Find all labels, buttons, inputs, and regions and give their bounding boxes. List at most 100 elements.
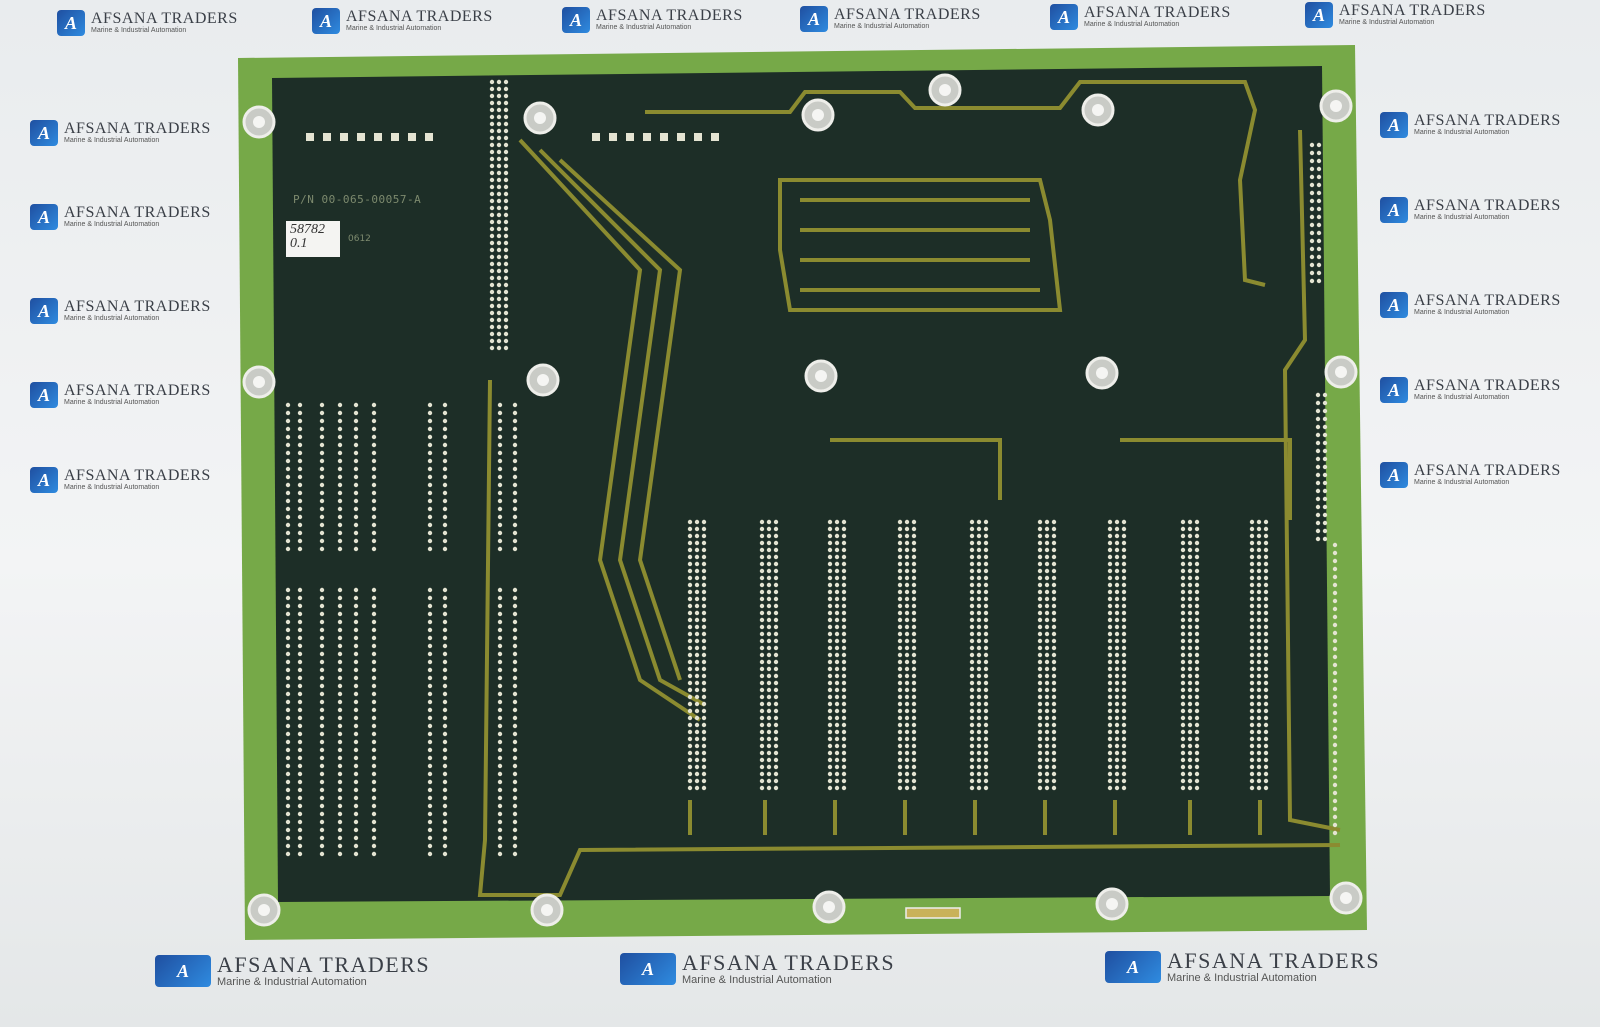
solder-pad xyxy=(1309,182,1315,188)
solder-pad xyxy=(1194,561,1200,567)
solder-pad xyxy=(353,707,359,713)
solder-pad xyxy=(497,514,503,520)
solder-pad xyxy=(371,683,377,689)
solder-pad xyxy=(1180,673,1186,679)
solder-pad xyxy=(759,540,765,546)
solder-pad xyxy=(503,310,509,316)
solder-pad xyxy=(497,715,503,721)
solder-pad xyxy=(1180,757,1186,763)
watermark-tagline: Marine & Industrial Automation xyxy=(346,25,442,32)
solder-pad xyxy=(297,755,303,761)
mounting-hole-center xyxy=(1335,366,1347,378)
solder-pad xyxy=(496,149,502,155)
solder-pad xyxy=(512,498,518,504)
solder-pad xyxy=(841,554,847,560)
solder-pad xyxy=(1180,610,1186,616)
solder-pad xyxy=(353,458,359,464)
solder-pad xyxy=(1316,214,1322,220)
solder-pad xyxy=(353,851,359,857)
solder-pad xyxy=(834,554,840,560)
solder-pad xyxy=(841,757,847,763)
solder-pad xyxy=(1249,666,1255,672)
solder-pad xyxy=(1315,448,1321,454)
solder-pad xyxy=(1051,561,1057,567)
solder-pad xyxy=(285,410,291,416)
solder-pad xyxy=(841,743,847,749)
solder-pad xyxy=(694,680,700,686)
solder-pad xyxy=(701,715,707,721)
solder-pad xyxy=(1263,540,1269,546)
solder-pad xyxy=(337,755,343,761)
solder-pad xyxy=(1187,533,1193,539)
solder-pad xyxy=(1316,222,1322,228)
solder-pad xyxy=(442,474,448,480)
solder-pad xyxy=(297,675,303,681)
solder-pad xyxy=(371,803,377,809)
solder-pad xyxy=(497,587,503,593)
solder-pad xyxy=(687,589,693,595)
solder-pad xyxy=(694,617,700,623)
solder-pad xyxy=(371,490,377,496)
solder-pad xyxy=(759,596,765,602)
solder-pad xyxy=(1114,757,1120,763)
mounting-hole-center xyxy=(823,901,835,913)
solder-pad xyxy=(904,540,910,546)
solder-pad xyxy=(489,177,495,183)
solder-pad xyxy=(904,596,910,602)
watermark-brand: AFSANA TRADERS xyxy=(1084,4,1231,21)
watermark-tagline: Marine & Industrial Automation xyxy=(64,399,160,406)
solder-pad xyxy=(1037,610,1043,616)
solder-pad xyxy=(976,771,982,777)
solder-pad xyxy=(512,819,518,825)
solder-pad xyxy=(759,561,765,567)
solder-pad xyxy=(1263,603,1269,609)
solder-pad xyxy=(976,750,982,756)
solder-pad xyxy=(904,771,910,777)
solder-pad xyxy=(1187,554,1193,560)
solder-pad xyxy=(834,729,840,735)
solder-pad xyxy=(427,771,433,777)
watermark-brand: AFSANA TRADERS xyxy=(64,298,211,315)
solder-pad xyxy=(1187,540,1193,546)
solder-pad xyxy=(319,410,325,416)
solder-pad xyxy=(427,795,433,801)
solder-pad xyxy=(694,659,700,665)
solder-pad xyxy=(911,540,917,546)
solder-pad xyxy=(1309,158,1315,164)
mounting-hole-center xyxy=(1092,104,1104,116)
solder-pad xyxy=(1263,519,1269,525)
solder-pad xyxy=(1194,715,1200,721)
solder-pad xyxy=(1107,568,1113,574)
solder-pad xyxy=(1180,596,1186,602)
solder-pad xyxy=(353,514,359,520)
solder-pad xyxy=(687,568,693,574)
solder-pad xyxy=(297,819,303,825)
solder-pad xyxy=(1249,729,1255,735)
solder-pad xyxy=(297,643,303,649)
solder-pad xyxy=(694,561,700,567)
solder-pad xyxy=(496,317,502,323)
solder-pad xyxy=(503,261,509,267)
solder-pad xyxy=(1037,701,1043,707)
solder-pad xyxy=(357,133,365,141)
solder-pad xyxy=(1107,540,1113,546)
solder-pad xyxy=(297,771,303,777)
solder-pad xyxy=(1107,603,1113,609)
solder-pad xyxy=(1316,246,1322,252)
solder-pad xyxy=(1256,582,1262,588)
solder-pad xyxy=(371,402,377,408)
solder-pad xyxy=(371,795,377,801)
solder-pad xyxy=(687,610,693,616)
solder-pad xyxy=(1114,610,1120,616)
solder-pad xyxy=(371,587,377,593)
solder-pad xyxy=(1249,715,1255,721)
solder-pad xyxy=(969,631,975,637)
solder-pad xyxy=(503,289,509,295)
solder-pad xyxy=(319,803,325,809)
solder-pad xyxy=(1180,680,1186,686)
solder-pad xyxy=(701,764,707,770)
solder-pad xyxy=(1187,603,1193,609)
solder-pad xyxy=(1044,687,1050,693)
